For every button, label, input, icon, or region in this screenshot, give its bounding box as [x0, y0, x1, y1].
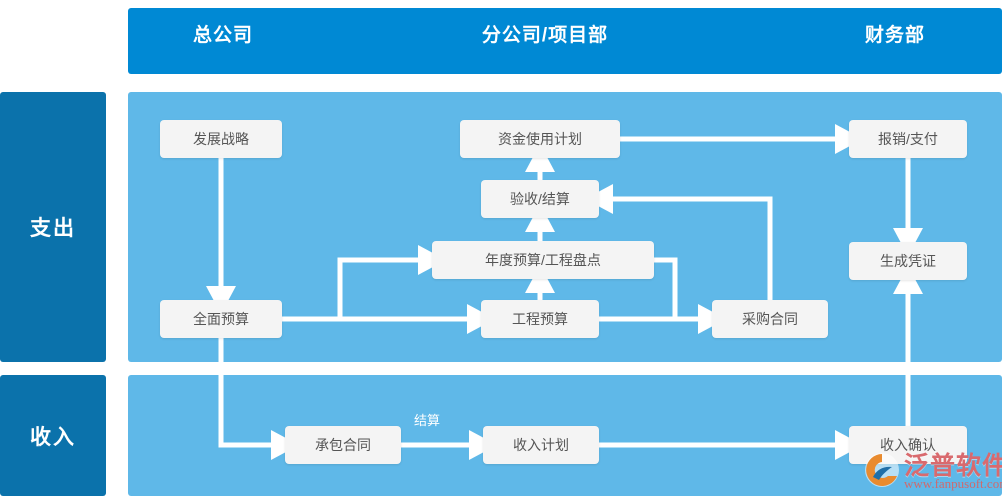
header-column-finance: 财务部 [864, 24, 925, 46]
node-shengcheng-pingzheng[interactable]: 生成凭证 [849, 242, 967, 280]
node-baoxiao-zhifu[interactable]: 报销/支付 [849, 120, 967, 158]
node-gongcheng-yusuan[interactable]: 工程预算 [481, 300, 599, 338]
node-zijin-shiyong-jihua[interactable]: 资金使用计划 [460, 120, 620, 158]
node-chengbao-hetong[interactable]: 承包合同 [285, 426, 401, 464]
rail-label-income: 收入 [0, 375, 106, 496]
header-column-branch-project: 分公司/项目部 [481, 24, 609, 46]
node-shouru-jihua[interactable]: 收入计划 [483, 426, 599, 464]
header-bar [128, 8, 1002, 74]
node-fazhan-zhanlue[interactable]: 发展战略 [160, 120, 282, 158]
node-quanmian-yusuan[interactable]: 全面预算 [160, 300, 282, 338]
edge-label-jiesuan: 结算 [414, 413, 441, 428]
node-yanshou-jiesuan[interactable]: 验收/结算 [481, 180, 599, 218]
node-niandu-yusuan-gongcheng-pandian[interactable]: 年度预算/工程盘点 [432, 241, 654, 279]
header-column-head-office: 总公司 [192, 24, 253, 46]
node-shouru-queren[interactable]: 收入确认 [849, 426, 967, 464]
node-caigou-hetong[interactable]: 采购合同 [712, 300, 828, 338]
rail-label-expense: 支出 [0, 92, 106, 362]
